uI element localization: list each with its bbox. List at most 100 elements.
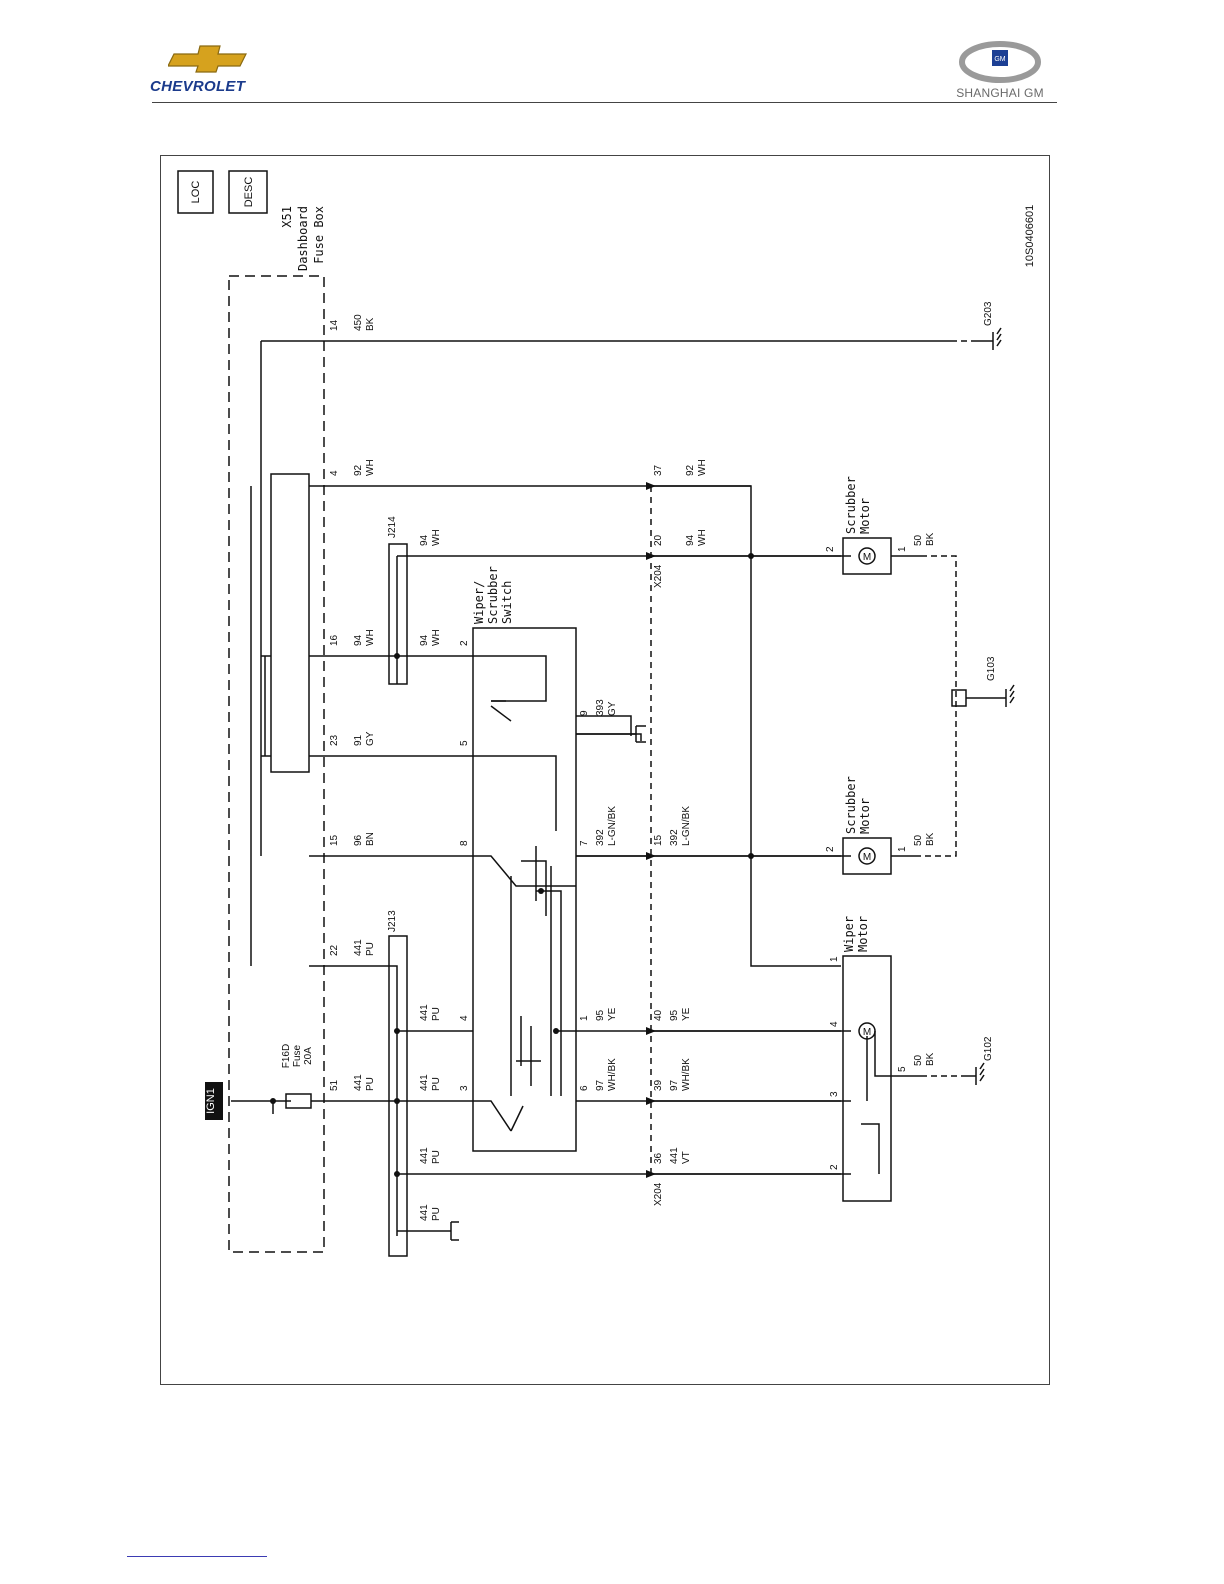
- wiring-diagram-frame: LOC DESC 10S0406601 IGN1 X51 Dashboard F…: [160, 155, 1050, 1385]
- chevrolet-wordmark: CHEVROLET: [150, 78, 246, 95]
- svg-text:392: 392: [669, 829, 680, 846]
- svg-text:94: 94: [685, 534, 696, 546]
- gm-emblem-text: GM: [994, 56, 1005, 63]
- x204-label-top: X204: [653, 564, 664, 588]
- svg-text:50: 50: [913, 1054, 924, 1066]
- svg-text:Fuse: Fuse: [292, 1044, 303, 1067]
- svg-text:Motor: Motor: [858, 798, 872, 834]
- svg-text:2: 2: [825, 846, 836, 852]
- svg-text:WH: WH: [365, 459, 376, 476]
- g103-ground-icon: [991, 684, 1015, 707]
- svg-text:3: 3: [829, 1091, 840, 1097]
- svg-text:15: 15: [653, 834, 664, 846]
- svg-text:WH: WH: [697, 459, 708, 476]
- switch-pin9-ground-icon: [636, 725, 646, 743]
- svg-text:4: 4: [459, 1015, 470, 1021]
- svg-text:441: 441: [353, 1074, 364, 1091]
- svg-text:3: 3: [459, 1085, 470, 1091]
- svg-text:L-GN/BK: L-GN/BK: [607, 806, 618, 846]
- svg-text:97: 97: [595, 1079, 606, 1091]
- svg-text:39: 39: [653, 1079, 664, 1091]
- svg-text:441: 441: [419, 1204, 430, 1221]
- wiper-motor-box: [842, 955, 892, 1202]
- svg-text:WH: WH: [365, 629, 376, 646]
- svg-text:WH/BK: WH/BK: [681, 1058, 692, 1091]
- svg-text:PU: PU: [431, 1207, 442, 1221]
- svg-text:PU: PU: [431, 1007, 442, 1021]
- svg-text:Scrubber: Scrubber: [844, 476, 858, 534]
- svg-text:97: 97: [669, 1079, 680, 1091]
- svg-text:22: 22: [329, 944, 340, 956]
- scrubber-motor-right-title: Scrubber Motor: [844, 476, 872, 534]
- svg-text:441: 441: [419, 1004, 430, 1021]
- scrubber-motor-right-pins: 2 1 50 BK: [825, 532, 936, 552]
- svg-text:7: 7: [579, 840, 590, 846]
- scrubber-motor-right-icon: [858, 547, 876, 565]
- svg-text:Fuse Box: Fuse Box: [312, 206, 326, 264]
- svg-text:92: 92: [685, 464, 696, 476]
- j213-ground-stub-icon: [450, 1221, 459, 1241]
- svg-text:94: 94: [419, 534, 430, 546]
- scrubber-motor-left-m: M: [863, 852, 871, 863]
- svg-text:Wiper: Wiper: [842, 916, 856, 952]
- svg-text:441: 441: [669, 1147, 680, 1164]
- svg-text:WH/BK: WH/BK: [607, 1058, 618, 1091]
- svg-text:BK: BK: [925, 1052, 936, 1066]
- svg-text:1: 1: [829, 956, 840, 962]
- footer-link-line: [127, 1556, 267, 1557]
- svg-text:Switch: Switch: [500, 581, 514, 624]
- svg-text:50: 50: [913, 534, 924, 546]
- wiper-motor-pins: 1 4 3 2 5 50 BK: [829, 956, 936, 1170]
- scrubber-motor-left-icon: [858, 847, 876, 865]
- j214-label: J214: [387, 516, 398, 538]
- svg-text:392: 392: [595, 829, 606, 846]
- shanghai-gm-logo: GM SHANGHAI GM: [940, 40, 1060, 102]
- svg-text:PU: PU: [431, 1150, 442, 1164]
- svg-text:Wiper/: Wiper/: [472, 581, 486, 624]
- g103-label: G103: [986, 656, 997, 681]
- svg-text:23: 23: [329, 734, 340, 746]
- svg-text:40: 40: [653, 1009, 664, 1021]
- j214-splice-bar: [388, 543, 408, 685]
- svg-text:96: 96: [353, 834, 364, 846]
- j213-lower-labels: 441 PU 441 PU: [419, 1147, 442, 1221]
- svg-text:15: 15: [329, 834, 340, 846]
- svg-text:BK: BK: [925, 832, 936, 846]
- svg-text:PU: PU: [431, 1077, 442, 1091]
- svg-text:Scrubber: Scrubber: [486, 566, 500, 624]
- svg-text:Scrubber: Scrubber: [844, 776, 858, 834]
- wiper-motor-m: M: [863, 1027, 871, 1038]
- figure-code: 10S0406601: [1024, 205, 1036, 267]
- g102-ground-icon: [961, 1062, 985, 1085]
- switch-title: Wiper/ Scrubber Switch: [472, 566, 514, 624]
- svg-text:PU: PU: [365, 1077, 376, 1091]
- svg-text:51: 51: [329, 1079, 340, 1091]
- svg-text:VT: VT: [681, 1151, 692, 1164]
- svg-text:Motor: Motor: [858, 498, 872, 534]
- svg-text:2: 2: [829, 1164, 840, 1170]
- wiper-scrubber-switch-box: [472, 627, 577, 1152]
- fuse-box-internal-block: [270, 473, 310, 773]
- svg-text:WH: WH: [697, 529, 708, 546]
- g203-ground-icon: [976, 327, 1002, 350]
- svg-text:5: 5: [897, 1066, 908, 1072]
- switch-pin-labels: 94 WH 2 5 8 441 PU 4 441 PU 3 9 393 GY 7…: [419, 629, 618, 1091]
- fusebox-pin-labels: 14 450 BK 4 92 WH 16 94 WH 23 91 GY 15 9…: [329, 314, 376, 1091]
- wiper-motor-title: Wiper Motor: [842, 916, 870, 952]
- fuse-box-outline: [228, 275, 325, 1253]
- svg-text:1: 1: [897, 546, 908, 552]
- svg-text:1: 1: [897, 846, 908, 852]
- svg-text:37: 37: [653, 464, 664, 476]
- svg-text:BN: BN: [365, 832, 376, 846]
- svg-text:450: 450: [353, 314, 364, 331]
- svg-text:441: 441: [419, 1074, 430, 1091]
- fuse-f16d-label: F16D Fuse 20A: [281, 1044, 314, 1068]
- svg-text:92: 92: [353, 464, 364, 476]
- svg-text:20A: 20A: [303, 1047, 314, 1065]
- scrubber-motor-left-title: Scrubber Motor: [844, 776, 872, 834]
- chevrolet-bowtie-icon: [168, 45, 247, 73]
- loc-symbol: LOC: [177, 170, 214, 214]
- ign1-label: IGN1: [205, 1082, 223, 1120]
- svg-text:Dashboard: Dashboard: [296, 206, 310, 271]
- svg-text:6: 6: [579, 1085, 590, 1091]
